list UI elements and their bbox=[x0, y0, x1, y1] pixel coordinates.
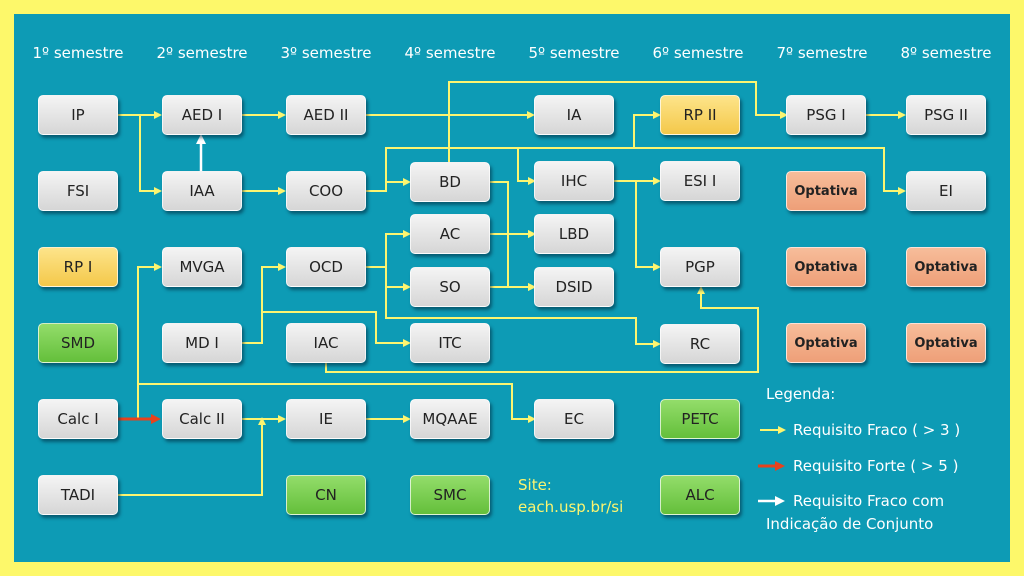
course-optativa-7c[interactable]: Optativa bbox=[786, 323, 866, 363]
course-so[interactable]: SO bbox=[410, 267, 490, 307]
semester-5-header: 5º semestre bbox=[528, 44, 620, 62]
course-psg2[interactable]: PSG II bbox=[906, 95, 986, 135]
course-lbd[interactable]: LBD bbox=[534, 214, 614, 254]
course-petc[interactable]: PETC bbox=[660, 399, 740, 439]
course-mvga[interactable]: MVGA bbox=[162, 247, 242, 287]
course-optativa-7a[interactable]: Optativa bbox=[786, 171, 866, 211]
course-optativa-7b[interactable]: Optativa bbox=[786, 247, 866, 287]
legend-set-label-line1: Requisito Fraco com bbox=[793, 492, 945, 510]
course-dsid[interactable]: DSID bbox=[534, 267, 614, 307]
course-optativa-8a[interactable]: Optativa bbox=[906, 247, 986, 287]
semester-4-header: 4º semestre bbox=[404, 44, 496, 62]
course-ia[interactable]: IA bbox=[534, 95, 614, 135]
semester-2-header: 2º semestre bbox=[156, 44, 248, 62]
course-aed2[interactable]: AED II bbox=[286, 95, 366, 135]
course-alc[interactable]: ALC bbox=[660, 475, 740, 515]
course-rc[interactable]: RC bbox=[660, 324, 740, 364]
course-ei[interactable]: EI bbox=[906, 171, 986, 211]
semester-6-header: 6º semestre bbox=[652, 44, 744, 62]
course-ie[interactable]: IE bbox=[286, 399, 366, 439]
course-fsi[interactable]: FSI bbox=[38, 171, 118, 211]
course-esi1[interactable]: ESI I bbox=[660, 161, 740, 201]
legend-strong-label: Requisito Forte ( > 5 ) bbox=[793, 457, 959, 475]
course-smc[interactable]: SMC bbox=[410, 475, 490, 515]
course-smd[interactable]: SMD bbox=[38, 323, 118, 363]
course-pgp[interactable]: PGP bbox=[660, 247, 740, 287]
semester-3-header: 3º semestre bbox=[280, 44, 372, 62]
course-coo[interactable]: COO bbox=[286, 171, 366, 211]
course-cn[interactable]: CN bbox=[286, 475, 366, 515]
course-psg1[interactable]: PSG I bbox=[786, 95, 866, 135]
course-rp2[interactable]: RP II bbox=[660, 95, 740, 135]
course-bd[interactable]: BD bbox=[410, 162, 490, 202]
course-ihc[interactable]: IHC bbox=[534, 161, 614, 201]
course-rp1[interactable]: RP I bbox=[38, 247, 118, 287]
legend-set-label-line2: Indicação de Conjunto bbox=[766, 515, 934, 533]
course-aed1[interactable]: AED I bbox=[162, 95, 242, 135]
course-ip[interactable]: IP bbox=[38, 95, 118, 135]
semester-1-header: 1º semestre bbox=[32, 44, 124, 62]
course-calc1[interactable]: Calc I bbox=[38, 399, 118, 439]
course-md1[interactable]: MD I bbox=[162, 323, 242, 363]
semester-8-header: 8º semestre bbox=[900, 44, 992, 62]
course-mqaae[interactable]: MQAAE bbox=[410, 399, 490, 439]
course-iac[interactable]: IAC bbox=[286, 323, 366, 363]
semester-7-header: 7º semestre bbox=[776, 44, 868, 62]
course-ac[interactable]: AC bbox=[410, 214, 490, 254]
site-url[interactable]: each.usp.br/si bbox=[518, 498, 624, 516]
course-iaa[interactable]: IAA bbox=[162, 171, 242, 211]
course-calc2[interactable]: Calc II bbox=[162, 399, 242, 439]
course-itc[interactable]: ITC bbox=[410, 323, 490, 363]
site-label: Site: bbox=[518, 476, 552, 494]
course-ec[interactable]: EC bbox=[534, 399, 614, 439]
course-ocd[interactable]: OCD bbox=[286, 247, 366, 287]
legend-title: Legenda: bbox=[766, 385, 836, 403]
course-optativa-8b[interactable]: Optativa bbox=[906, 323, 986, 363]
legend-weak-label: Requisito Fraco ( > 3 ) bbox=[793, 421, 961, 439]
course-tadi[interactable]: TADI bbox=[38, 475, 118, 515]
